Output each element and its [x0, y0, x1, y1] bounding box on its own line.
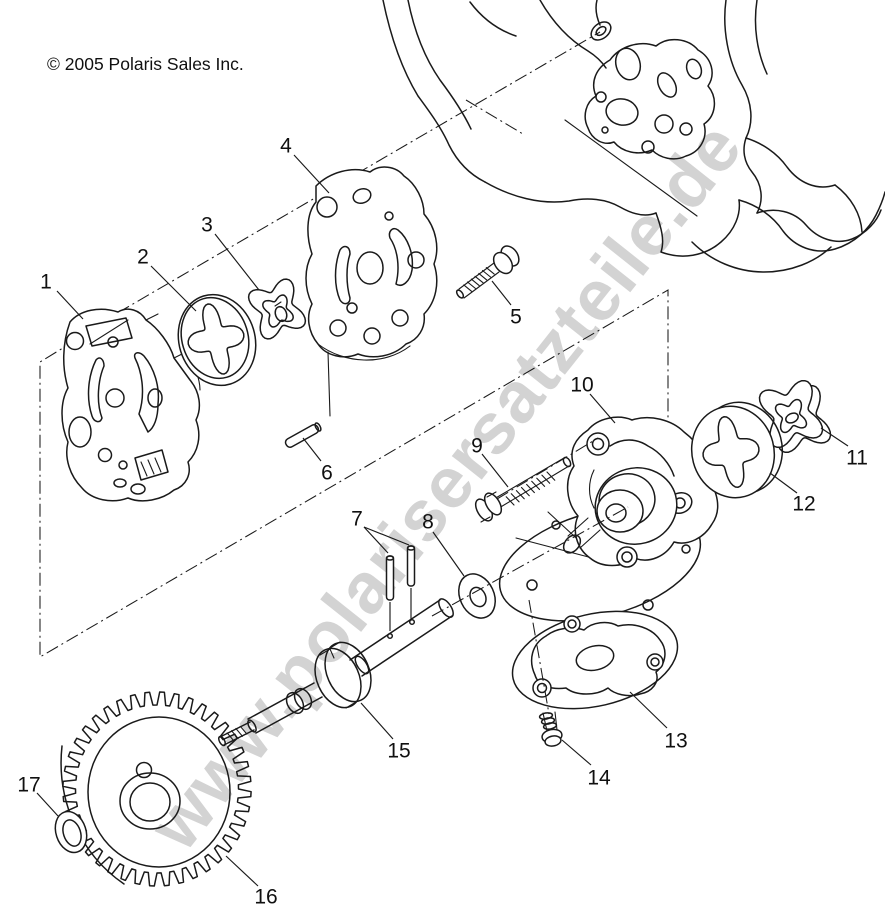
part-12-outer-rotor [690, 401, 784, 499]
part-14-screw [538, 711, 563, 747]
part-number-label: 8 [422, 511, 434, 534]
leader-line [302, 437, 322, 462]
thread-line [478, 272, 488, 281]
leader-line [589, 393, 616, 424]
part-number-label: 13 [664, 730, 687, 753]
part-number-label: 2 [137, 246, 149, 269]
part-number-label: 5 [510, 306, 522, 329]
thread-line [485, 267, 495, 275]
part-number-label: 4 [280, 135, 292, 158]
part-number-label: 9 [471, 435, 483, 458]
thread-line [546, 471, 556, 481]
part-9-bolt [474, 456, 572, 523]
leader-line [214, 233, 260, 291]
thread-line [510, 493, 520, 503]
leader-line [36, 792, 59, 817]
leader-line [629, 691, 668, 729]
thread-line [481, 269, 492, 278]
part-number-label: 7 [351, 508, 363, 531]
thread-line [515, 490, 525, 500]
thread-line [505, 496, 515, 506]
gear-teeth [62, 691, 252, 887]
thread-line [536, 477, 546, 487]
thread-line [520, 486, 530, 497]
part-1-oil-pump-housing [61, 308, 201, 502]
thread-line [239, 725, 248, 735]
leader-line [363, 526, 410, 546]
thread-line [531, 480, 541, 491]
thread-line [541, 474, 551, 484]
thread-line [235, 727, 244, 737]
part-11-inner-rotor [758, 379, 832, 454]
part-number-label: 17 [17, 774, 40, 797]
part-number-label: 16 [254, 886, 277, 909]
thread-line [463, 284, 473, 292]
leader-line [56, 290, 84, 320]
crankcase-art [382, 0, 885, 273]
leader-line [150, 265, 197, 312]
leader-line [432, 531, 465, 577]
part-number-label: 10 [570, 374, 593, 397]
part-17-o-ring [54, 810, 88, 854]
part-4-pump-plate [305, 166, 438, 361]
part-number-label: 3 [201, 214, 213, 237]
copyright-text: © 2005 Polaris Sales Inc. [47, 54, 244, 74]
part-number-label: 12 [792, 493, 815, 516]
part-number-label: 1 [40, 271, 52, 294]
part-13-cover-plate [511, 610, 679, 710]
leader-line [769, 472, 798, 494]
leader-line [481, 453, 509, 488]
leader-line [491, 280, 512, 306]
pump-mounting-face [584, 38, 716, 160]
part-8-washer [458, 573, 496, 619]
part-10-oil-pump-body [498, 416, 719, 622]
leader-line [561, 739, 592, 766]
part-5-screw [455, 245, 520, 299]
leader-line [360, 702, 394, 740]
part-7-pins [385, 545, 416, 601]
thread-line [526, 483, 535, 494]
thread-line [474, 275, 484, 284]
leader-line [820, 427, 849, 447]
part-number-label: 11 [846, 447, 868, 470]
part-3-inner-rotor [247, 278, 307, 340]
part-number-label: 15 [387, 740, 410, 763]
thread-line [470, 278, 480, 287]
part-2-outer-rotor [177, 293, 257, 387]
leader-line [293, 154, 330, 194]
leader-line [363, 526, 389, 554]
thread-line [466, 281, 477, 290]
axis-lines [327, 351, 629, 715]
part-number-label: 6 [321, 462, 333, 485]
part-number-label: 14 [587, 767, 611, 790]
leader-line [225, 855, 259, 887]
